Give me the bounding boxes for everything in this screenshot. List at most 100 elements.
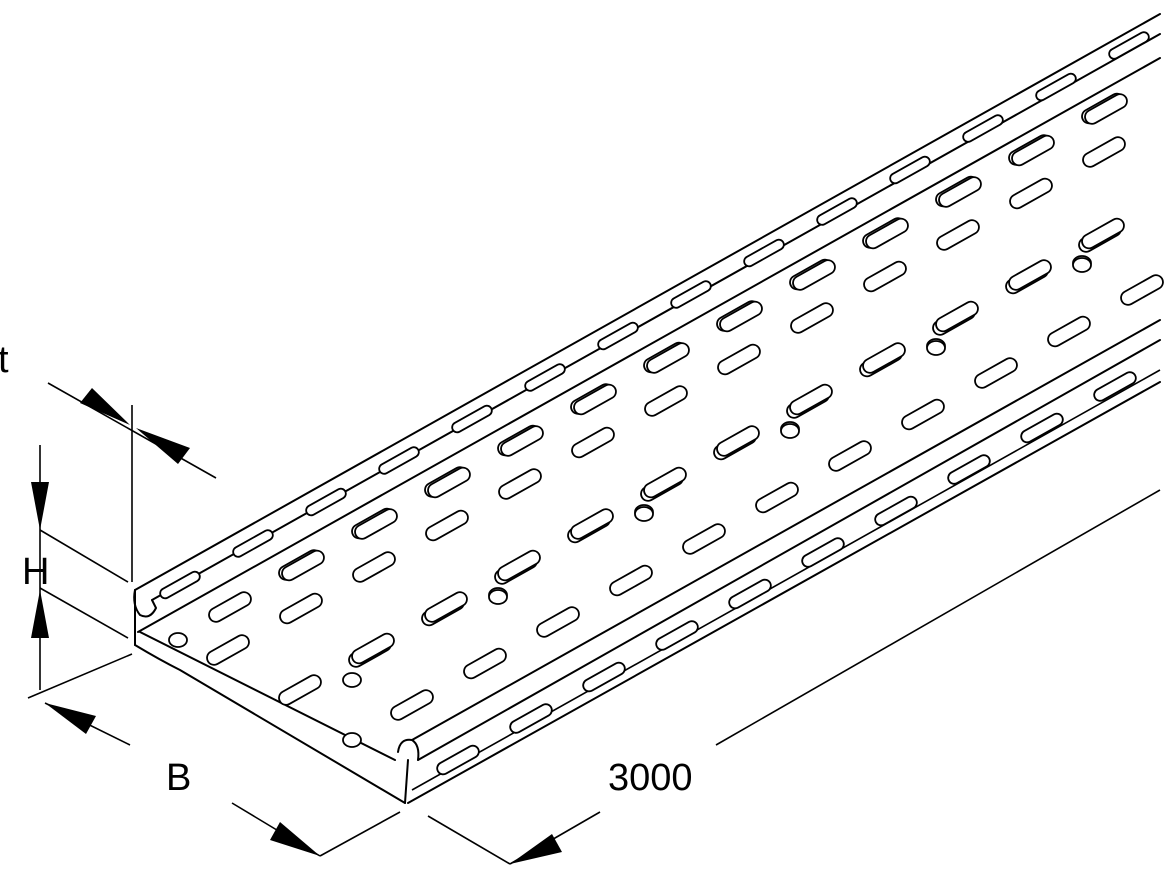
width-extension-left — [27, 653, 133, 699]
thickness-arrow-right — [136, 428, 190, 464]
height-extension-top — [39, 529, 129, 583]
floor-hole — [168, 632, 188, 648]
height-extension-bottom — [39, 587, 129, 639]
side-wall-slots — [436, 371, 1137, 776]
floor-slot — [573, 383, 617, 416]
length-arrow — [510, 834, 562, 864]
rim-slot — [597, 321, 639, 351]
floor-slot — [571, 426, 615, 459]
floor-slot — [646, 342, 690, 374]
floor-slot — [1084, 93, 1128, 125]
width-arrow-left — [45, 703, 96, 734]
floor-slot — [497, 549, 541, 582]
floor-slot — [390, 689, 434, 721]
rim-slot — [670, 280, 712, 309]
floor-slot — [498, 468, 542, 500]
side-wall-slot — [582, 661, 626, 693]
rim-slot — [889, 155, 931, 185]
floor-hole — [488, 589, 508, 605]
floor-slot — [1047, 315, 1091, 348]
floor-slots — [168, 92, 1164, 748]
rim-slot — [378, 446, 420, 475]
front-floor-edge — [134, 644, 406, 804]
floor-slot — [1081, 217, 1125, 250]
floor-slot — [500, 425, 544, 457]
side-wall-slot — [947, 454, 991, 485]
side-wall-slot — [801, 537, 845, 568]
length-extension-front — [427, 815, 511, 865]
floor-slot — [863, 260, 907, 293]
floor-slot — [536, 606, 580, 638]
rim-slot — [816, 197, 858, 226]
floor-slot — [682, 523, 726, 555]
floor-slot — [789, 383, 833, 416]
floor-slot — [865, 217, 909, 250]
floor-slot — [351, 632, 395, 665]
dimension-thickness: t — [0, 339, 217, 582]
rim-slots — [159, 31, 1150, 600]
length-label: 3000 — [608, 757, 693, 799]
floor-slot — [790, 302, 834, 334]
height-arrow-bottom — [31, 590, 49, 638]
rim-slot — [159, 570, 201, 600]
right-rim-inner-edge — [417, 339, 1161, 761]
side-wall-slot — [509, 703, 553, 734]
floor-slot — [1009, 177, 1053, 210]
rim-slot — [743, 238, 785, 268]
left-wall-floor-edge — [137, 57, 1161, 633]
front-right-wall-edge — [404, 759, 409, 804]
right-rim-edge — [411, 319, 1161, 741]
side-wall-slot — [1020, 412, 1064, 444]
height-label: H — [22, 551, 49, 593]
side-wall-slot — [1093, 371, 1137, 402]
floor-slot — [208, 591, 252, 623]
right-wall-bottom-edge — [407, 381, 1161, 804]
floor-hole — [926, 340, 946, 356]
floor-slot — [279, 592, 323, 625]
floor-slot — [719, 300, 763, 333]
rim-slot — [232, 529, 274, 558]
right-rim-curl — [397, 738, 420, 761]
floor-hole — [780, 423, 800, 439]
floor-slot — [938, 176, 982, 208]
dimension-height: H — [22, 445, 129, 690]
floor-slot — [463, 647, 507, 680]
floor-hole — [634, 506, 654, 522]
left-rim-inner-edge — [151, 33, 1161, 601]
floor-slot — [352, 551, 396, 583]
floor-slot — [862, 342, 906, 374]
width-arrow-right — [270, 822, 320, 856]
floor-slot — [716, 425, 760, 457]
left-rim-curl — [133, 589, 157, 618]
floor-slot — [424, 591, 468, 623]
floor-slot — [206, 634, 250, 666]
floor-slot — [425, 509, 469, 542]
floor-slot — [644, 385, 688, 417]
side-wall-slot — [436, 744, 480, 776]
floor-slot — [609, 564, 653, 597]
thickness-arrow-left — [80, 388, 130, 425]
floor-slot — [1082, 136, 1126, 168]
rim-slot — [1108, 31, 1150, 60]
floor-slot — [717, 343, 761, 376]
rim-slot — [524, 363, 566, 392]
floor-slot — [901, 398, 945, 431]
width-label: B — [166, 757, 191, 799]
floor-slot — [427, 466, 471, 499]
floor-hole — [1072, 257, 1092, 273]
floor-slot — [936, 219, 980, 251]
rim-slot — [962, 114, 1004, 143]
floor-hole — [342, 732, 362, 748]
floor-slot — [755, 481, 799, 514]
floor-slot — [792, 259, 836, 291]
floor-slot — [278, 674, 322, 706]
thickness-label: t — [0, 339, 9, 381]
height-arrow-top — [31, 482, 49, 530]
floor-slot — [281, 549, 325, 582]
floor-slot — [1120, 274, 1164, 306]
floor-slot — [1011, 134, 1055, 167]
width-extension-right — [319, 811, 401, 857]
side-wall-slot — [655, 620, 699, 651]
